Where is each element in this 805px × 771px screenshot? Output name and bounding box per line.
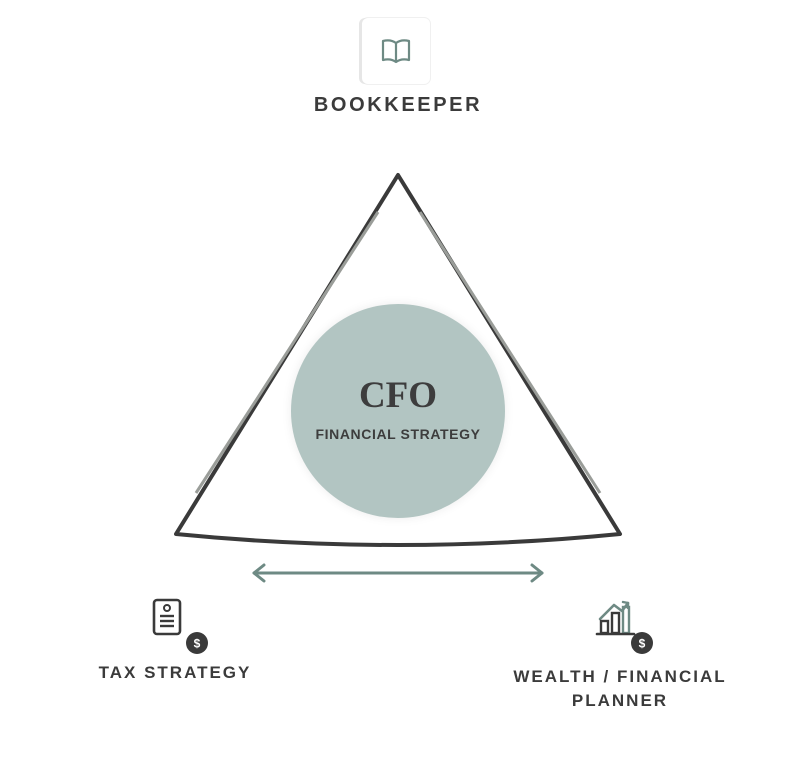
svg-text:$: $ (639, 637, 646, 651)
bookkeeper-card (362, 18, 430, 84)
tax-document-icon: $ (152, 598, 208, 654)
bookkeeper-label: BOOKKEEPER (313, 94, 483, 116)
dollar-badge-icon: $ (631, 632, 653, 654)
dollar-badge-icon: $ (186, 632, 208, 654)
wealth-planner-label: WEALTH / FINANCIAL PLANNER (500, 665, 740, 713)
wealth-planner-label-line2: PLANNER (571, 691, 669, 710)
book-icon (381, 39, 411, 64)
svg-text:$: $ (194, 637, 201, 651)
wealth-planner-label-line1: WEALTH / FINANCIAL (513, 667, 727, 686)
double-arrow-icon (252, 563, 544, 583)
tax-strategy-label: TAX STRATEGY (98, 663, 252, 682)
cfo-circle: CFO FINANCIAL STRATEGY (291, 304, 505, 518)
cfo-subtitle: FINANCIAL STRATEGY (315, 426, 481, 442)
cfo-title: CFO (358, 375, 438, 416)
growth-chart-icon: $ (595, 600, 653, 654)
